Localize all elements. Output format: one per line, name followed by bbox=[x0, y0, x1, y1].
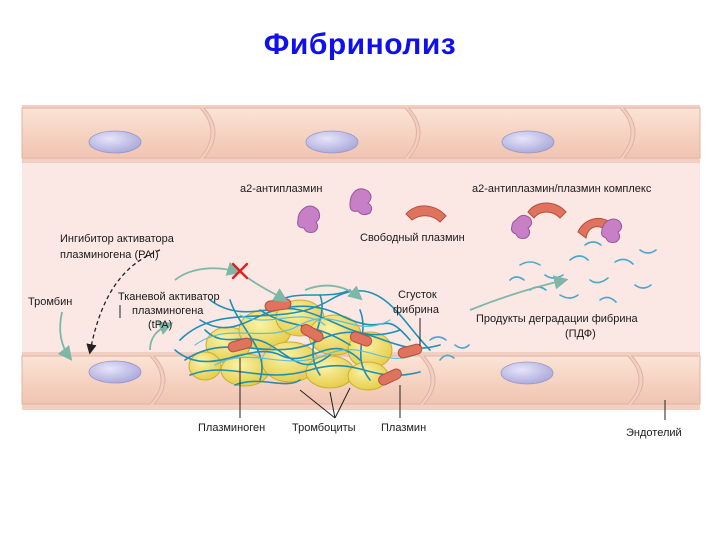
endothelial-cell bbox=[202, 107, 417, 159]
pai-to-tpa-arrow bbox=[174, 261, 242, 281]
pai-dashed-arrow bbox=[86, 249, 161, 355]
plasminogen bbox=[300, 324, 324, 342]
thrombin-label: Тромбин bbox=[28, 296, 72, 308]
plasminogen-to-plasmin-arrow bbox=[304, 284, 363, 301]
tpa-arrow bbox=[149, 321, 174, 351]
complex-label: а2-антиплазмин/плазмин комплекс bbox=[472, 183, 652, 195]
plasmin-to-fdp-arrow bbox=[469, 275, 569, 311]
nucleus bbox=[501, 130, 555, 154]
clot-label-line2: фибрина bbox=[393, 304, 440, 316]
tpa-label-line3: (tPA) bbox=[148, 319, 172, 331]
tpa-to-clot-arrow bbox=[247, 277, 289, 302]
plasmin bbox=[378, 368, 402, 386]
nucleus bbox=[88, 360, 142, 384]
clot-label-line1: Сгусток bbox=[398, 289, 437, 301]
a2-antiplasmin-label: а2-антиплазмин bbox=[240, 183, 322, 195]
thrombin-arrow bbox=[57, 311, 73, 361]
plasmin-molecules bbox=[227, 298, 423, 386]
platelet bbox=[188, 351, 222, 381]
free-plasmin-label: Свободный плазмин bbox=[360, 232, 465, 244]
plasmin-label: Плазмин bbox=[381, 422, 426, 434]
endothelium-top bbox=[21, 105, 701, 163]
plasmin bbox=[349, 331, 373, 347]
platelets-label: Тромбоциты bbox=[292, 422, 356, 434]
plasminogen-label: Плазминоген bbox=[198, 422, 265, 434]
endothelial-cell bbox=[630, 355, 701, 405]
label-pointers bbox=[119, 305, 666, 420]
pathway-arrows bbox=[57, 261, 569, 361]
inhibition-x-icon bbox=[231, 262, 249, 280]
fibrin-fragments bbox=[429, 241, 657, 361]
tpa-label-line2: плазминогена bbox=[132, 305, 204, 317]
antiplasmin-plasmin-complex bbox=[511, 202, 623, 243]
a2-antiplasmin bbox=[297, 188, 373, 233]
plasminogen bbox=[227, 337, 253, 353]
fdp-label-line2: (ПДФ) bbox=[565, 328, 596, 340]
pai-label-line1: Ингибитор активатора bbox=[60, 233, 175, 245]
pai-label-line2: плазминогена (PAI) bbox=[60, 249, 159, 261]
fdp-label-line1: Продукты деградации фибрина bbox=[476, 313, 639, 325]
plasmin bbox=[397, 343, 423, 359]
endothelium-label: Эндотелий bbox=[626, 427, 682, 439]
page-title: Фибринолиз bbox=[263, 28, 457, 61]
nucleus bbox=[88, 130, 142, 154]
free-plasmin bbox=[405, 205, 447, 223]
fibrin-mesh-light bbox=[194, 314, 416, 366]
nucleus bbox=[305, 130, 359, 154]
endothelial-cell bbox=[21, 355, 162, 405]
nucleus bbox=[500, 361, 554, 385]
tpa-label-line1: Тканевой активатор bbox=[118, 291, 220, 303]
endothelial-cell bbox=[622, 107, 701, 159]
